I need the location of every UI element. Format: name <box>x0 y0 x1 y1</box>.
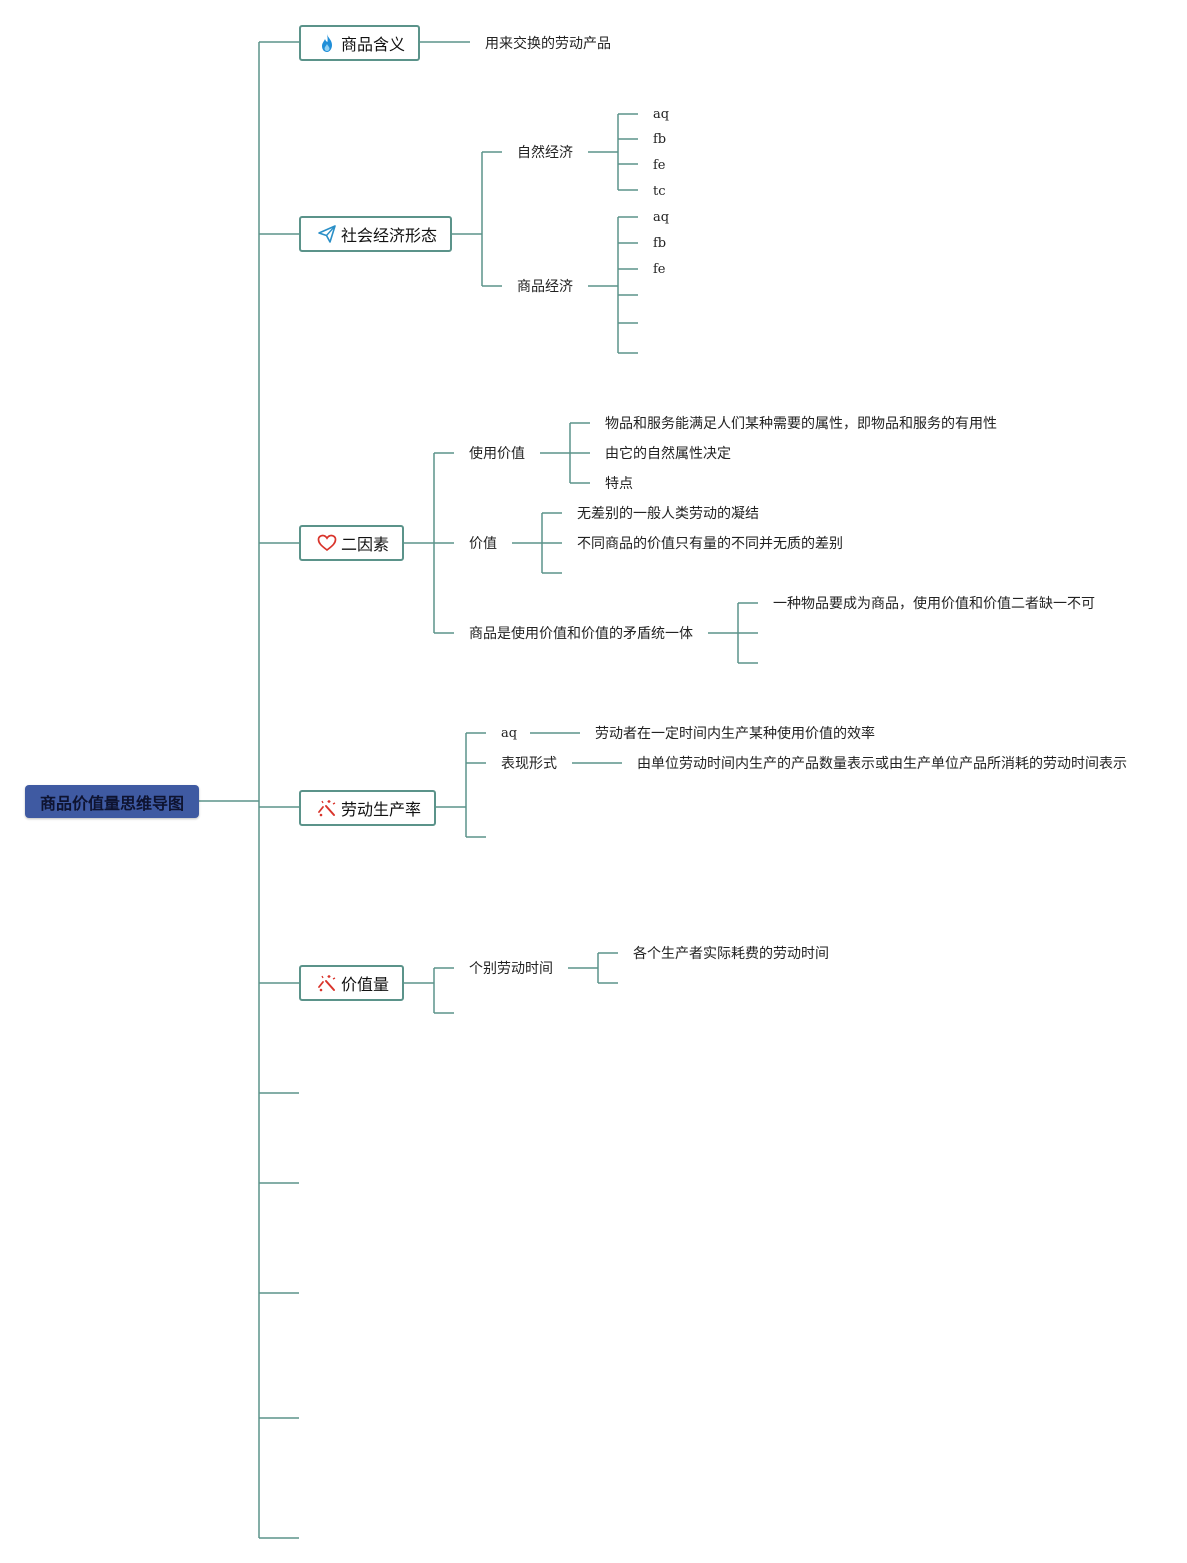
node-individual-time[interactable]: 个别劳动时间 <box>469 961 553 977</box>
node-meaning-definition[interactable]: 用来交换的劳动产品 <box>485 36 611 52</box>
topic-meaning-label: 商品含义 <box>341 35 406 54</box>
topic-meaning[interactable]: 商品含义 <box>299 25 420 61</box>
magic-wand-icon <box>318 800 336 817</box>
node-productivity-aq[interactable]: aq <box>501 726 518 741</box>
node-commodity-child[interactable]: fb <box>653 236 667 251</box>
flame-icon <box>322 34 332 52</box>
topic-two-factors[interactable]: 二因素 <box>299 525 404 561</box>
topic-value-amount[interactable]: 价值量 <box>299 965 404 1001</box>
root-topic[interactable]: 商品价值量思维导图 <box>25 785 199 818</box>
node-productivity-form[interactable]: 表现形式 <box>501 756 557 772</box>
topic-productivity-label: 劳动生产率 <box>341 800 422 819</box>
node-use-value-child[interactable]: 由它的自然属性决定 <box>605 446 731 462</box>
topic-social[interactable]: 社会经济形态 <box>299 216 452 252</box>
topic-value-amount-label: 价值量 <box>341 975 390 994</box>
topic-two-factors-label: 二因素 <box>341 535 390 554</box>
node-use-value-child[interactable]: 特点 <box>605 476 633 492</box>
node-natural-child[interactable]: aq <box>653 107 670 122</box>
node-natural-child[interactable]: tc <box>653 184 666 199</box>
topic-social-label: 社会经济形态 <box>341 226 438 245</box>
magic-wand-icon <box>318 975 336 992</box>
topic-productivity[interactable]: 劳动生产率 <box>299 790 436 826</box>
node-use-value[interactable]: 使用价值 <box>469 446 525 462</box>
node-natural-child[interactable]: fe <box>653 158 666 173</box>
node-commodity-child[interactable]: fe <box>653 262 666 277</box>
node-commodity-economy[interactable]: 商品经济 <box>517 279 573 295</box>
node-natural-economy[interactable]: 自然经济 <box>517 145 573 161</box>
node-commodity-child[interactable]: aq <box>653 210 670 225</box>
paper-plane-icon <box>318 225 336 243</box>
node-use-value-child[interactable]: 物品和服务能满足人们某种需要的属性，即物品和服务的有用性 <box>605 416 997 432</box>
node-productivity-aq-child[interactable]: 劳动者在一定时间内生产某种使用价值的效率 <box>595 726 875 742</box>
node-value[interactable]: 价值 <box>469 536 497 552</box>
node-value-child[interactable]: 不同商品的价值只有量的不同并无质的差别 <box>577 536 843 552</box>
node-unity[interactable]: 商品是使用价值和价值的矛盾统一体 <box>469 626 693 642</box>
node-productivity-form-child[interactable]: 由单位劳动时间内生产的产品数量表示或由生产单位产品所消耗的劳动时间表示 <box>637 756 1127 772</box>
node-individual-time-child[interactable]: 各个生产者实际耗费的劳动时间 <box>633 946 829 962</box>
node-natural-child[interactable]: fb <box>653 132 667 147</box>
node-value-child[interactable]: 无差别的一般人类劳动的凝结 <box>577 506 759 522</box>
heart-icon <box>317 534 337 552</box>
root-label: 商品价值量思维导图 <box>39 793 184 813</box>
node-unity-child[interactable]: 一种物品要成为商品，使用价值和价值二者缺一不可 <box>773 596 1095 612</box>
